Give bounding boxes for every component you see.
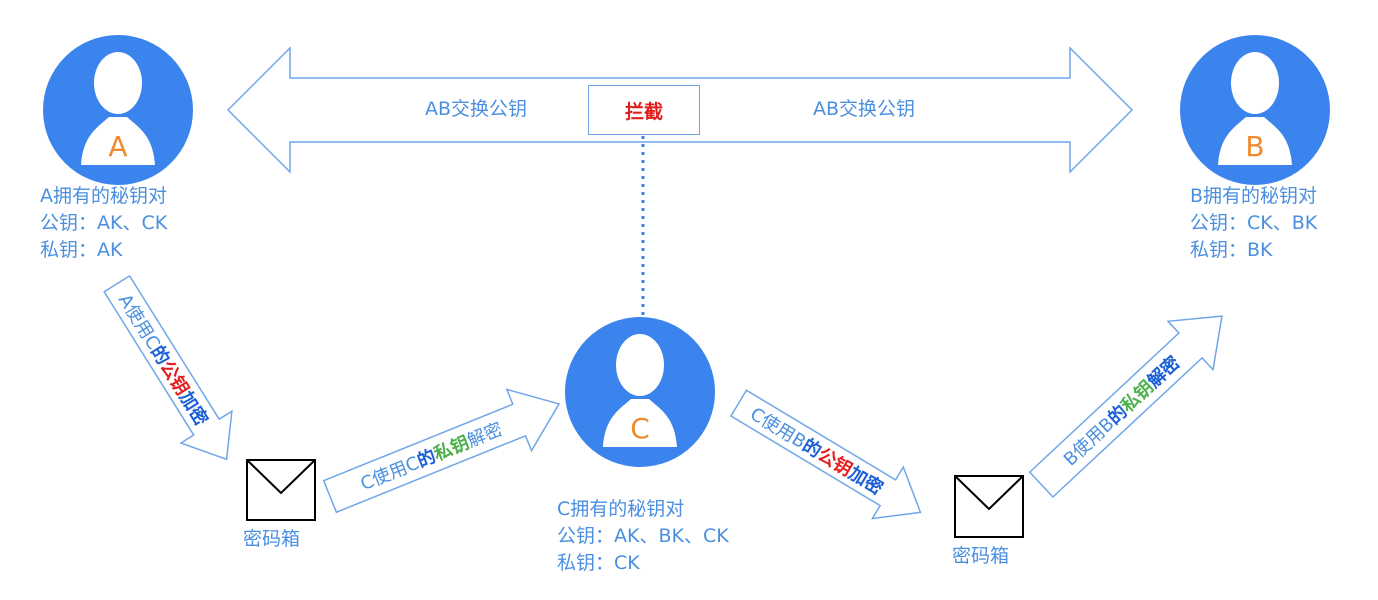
user-silhouette-icon [565, 317, 715, 467]
avatar-b: B [1180, 35, 1330, 185]
private-keys: 私钥：CK [557, 552, 640, 574]
avatar-letter: A [108, 130, 128, 163]
user-c-keys: C拥有的秘钥对 公钥：AK、BK、CK 私钥：CK [557, 496, 729, 577]
envelope-icon [954, 475, 1024, 538]
user-a-keys: A拥有的秘钥对 公钥：AK、CK 私钥：AK [40, 183, 167, 264]
user-silhouette-icon [1180, 35, 1330, 185]
arrow-text: C使用C [357, 452, 423, 496]
public-keys: 公钥：AK、BK、CK [557, 525, 729, 547]
avatar-letter: C [630, 412, 650, 445]
intercept-box: 拦截 [588, 85, 700, 135]
private-keys: 私钥：BK [1190, 239, 1273, 261]
user-silhouette-icon [43, 35, 193, 185]
keys-title: A拥有的秘钥对 [40, 185, 167, 207]
keys-title: B拥有的秘钥对 [1190, 185, 1318, 207]
envelope-label: 密码箱 [952, 545, 1010, 567]
avatar-c: C [565, 317, 715, 467]
private-keys: 私钥：AK [40, 239, 123, 261]
exchange-label-right: AB交换公钥 [813, 98, 916, 120]
public-keys: 公钥：CK、BK [1190, 212, 1318, 234]
user-b-keys: B拥有的秘钥对 公钥：CK、BK 私钥：BK [1190, 183, 1317, 264]
exchange-label-left: AB交换公钥 [425, 98, 528, 120]
avatar-a: A [43, 35, 193, 185]
envelope-icon [246, 459, 316, 521]
public-keys: 公钥：AK、CK [40, 212, 168, 234]
avatar-letter: B [1245, 130, 1265, 163]
envelope-label: 密码箱 [243, 528, 301, 550]
keys-title: C拥有的秘钥对 [557, 498, 685, 520]
